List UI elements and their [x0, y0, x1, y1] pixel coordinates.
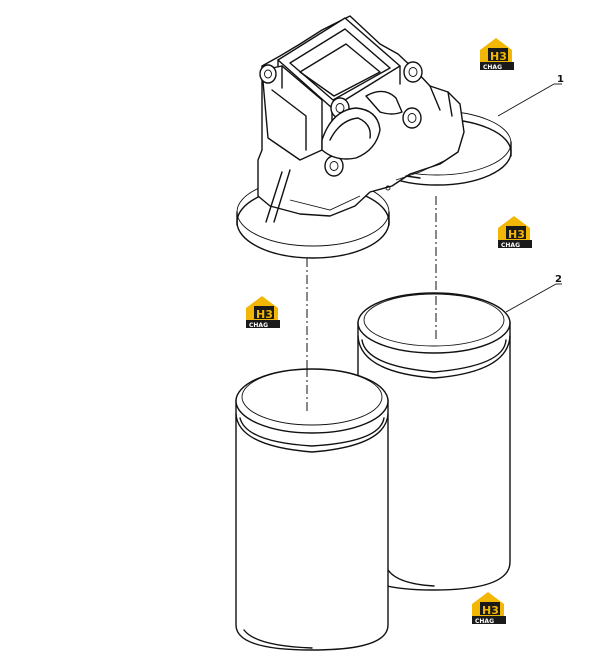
logo-small-text: CHAG [483, 64, 502, 71]
boss-right [402, 107, 422, 129]
logo-big-text: H3 [490, 50, 507, 63]
logo-big-text: H3 [482, 604, 499, 617]
logo-watermark-b: H3 CHAG [498, 216, 532, 249]
callout-1: 1 [497, 74, 564, 117]
logo-watermark-d: H3 CHAG [472, 592, 506, 625]
logo-big-text: H3 [256, 308, 273, 321]
filter-cartridge-left [235, 368, 389, 651]
callout-2-label: 2 [555, 274, 562, 285]
callout-1-label: 1 [557, 74, 564, 85]
logo-small-text: CHAG [249, 322, 268, 329]
logo-big-text: H3 [508, 228, 525, 241]
logo-small-text: CHAG [475, 618, 494, 625]
filter-cartridge-right [357, 292, 511, 591]
boss-top-right [403, 61, 423, 83]
logo-small-text: CHAG [501, 242, 520, 249]
logo-watermark-c: H3 CHAG [246, 296, 280, 329]
valve-port [321, 107, 381, 160]
logo-watermark-a: H3 CHAG [480, 38, 514, 71]
filter-head [236, 15, 512, 259]
callout-2: 2 [505, 274, 562, 313]
